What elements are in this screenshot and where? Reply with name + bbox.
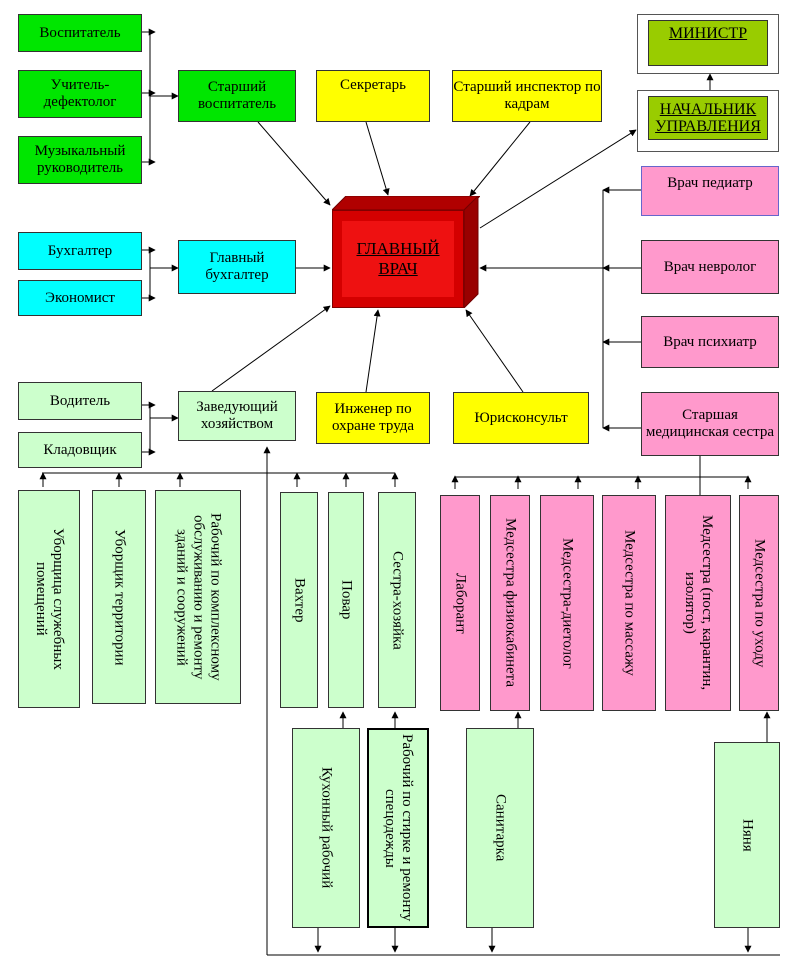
label-nevrolog: Врач невролог bbox=[663, 258, 757, 275]
label-uborshica-pom: Уборщица служебных помещений bbox=[33, 528, 66, 670]
chief-top-face bbox=[332, 196, 480, 210]
chief-doctor-box: ГЛАВНЫЙ ВРАЧ bbox=[332, 196, 480, 308]
box-rab-stirka: Рабочий по стирке и ремонту спецодежды bbox=[367, 728, 429, 928]
box-ms-uhod: Медсестра по уходу bbox=[739, 495, 779, 711]
label-gl-buh: Главный бухгалтер bbox=[205, 250, 269, 283]
box-secretar: Секретарь bbox=[316, 70, 430, 122]
label-jurist: Юрисконсульт bbox=[474, 409, 568, 426]
box-pediatr: Врач педиатр bbox=[641, 166, 779, 216]
box-ministr: МИНИСТР bbox=[648, 20, 768, 66]
label-povar: Повар bbox=[338, 580, 355, 620]
box-muz: Музыкальный руководитель bbox=[18, 136, 142, 184]
box-inzhener: Инженер по охране труда bbox=[316, 392, 430, 444]
label-rabochiy-kompl: Рабочий по комплексному обслуживанию и р… bbox=[173, 513, 224, 681]
label-nachalnik: НАЧАЛЬНИК УПРАВЛЕНИЯ bbox=[655, 101, 761, 135]
label-uborshik-ter: Уборщик территории bbox=[111, 528, 128, 666]
box-gl-buh: Главный бухгалтер bbox=[178, 240, 296, 294]
label-inzhener: Инженер по охране труда bbox=[331, 401, 415, 434]
label-st-medsestra: Старшая медицинская сестра bbox=[645, 407, 775, 440]
box-rabochiy-kompl: Рабочий по комплексному обслуживанию и р… bbox=[155, 490, 241, 704]
box-jurist: Юрисконсульт bbox=[453, 392, 589, 444]
label-ms-fizio: Медсестра физиокабинета bbox=[502, 518, 519, 688]
box-nyanya: Няня bbox=[714, 742, 780, 928]
box-defectolog: Учитель-дефектолог bbox=[18, 70, 142, 118]
box-laborant: Лаборант bbox=[440, 495, 480, 711]
label-sestra-hoz: Сестра-хозяйка bbox=[389, 550, 406, 650]
label-rab-stirka: Рабочий по стирке и ремонту спецодежды bbox=[382, 734, 415, 922]
label-vospitatel: Воспитатель bbox=[39, 24, 121, 41]
box-zav-hoz: Заведующий хозяйством bbox=[178, 391, 296, 441]
label-ms-massazh: Медсестра по массажу bbox=[621, 530, 638, 676]
label-inspector: Старший инспектор по кадрам bbox=[453, 79, 601, 112]
chief-label: ГЛАВНЫЙ ВРАЧ bbox=[342, 221, 454, 297]
label-secretar: Секретарь bbox=[339, 77, 407, 93]
label-ekonomist: Экономист bbox=[45, 289, 115, 306]
label-kladovshik: Кладовщик bbox=[43, 441, 117, 458]
box-st-medsestra: Старшая медицинская сестра bbox=[641, 392, 779, 456]
label-psihiatr: Врач психиатр bbox=[663, 333, 757, 350]
box-ekonomist: Экономист bbox=[18, 280, 142, 316]
box-sanitarka: Санитарка bbox=[466, 728, 534, 928]
chief-front-face: ГЛАВНЫЙ ВРАЧ bbox=[332, 210, 464, 308]
label-pediatr: Врач педиатр bbox=[667, 175, 753, 191]
box-uborshica-pom: Уборщица служебных помещений bbox=[18, 490, 80, 708]
box-uborshik-ter: Уборщик территории bbox=[92, 490, 146, 704]
label-sanitarka: Санитарка bbox=[492, 794, 509, 862]
label-defectolog: Учитель-дефектолог bbox=[43, 77, 117, 110]
box-psihiatr: Врач психиатр bbox=[641, 316, 779, 368]
label-zav-hoz: Заведующий хозяйством bbox=[196, 399, 278, 432]
label-kuhonniy: Кухонный рабочий bbox=[318, 767, 335, 889]
label-nyanya: Няня bbox=[739, 818, 756, 852]
box-ms-massazh: Медсестра по массажу bbox=[602, 495, 656, 711]
box-inspector: Старший инспектор по кадрам bbox=[452, 70, 602, 122]
box-vahter: Вахтер bbox=[280, 492, 318, 708]
box-ms-dieto: Медсестра-диетолог bbox=[540, 495, 594, 711]
label-ms-uhod: Медсестра по уходу bbox=[751, 538, 768, 668]
label-st-vosp: Старший воспитатель bbox=[197, 79, 277, 112]
box-st-vosp: Старший воспитатель bbox=[178, 70, 296, 122]
label-ms-post: Медсестра (пост, карантин, изолятор) bbox=[682, 515, 715, 691]
box-ms-post: Медсестра (пост, карантин, изолятор) bbox=[665, 495, 731, 711]
box-sestra-hoz: Сестра-хозяйка bbox=[378, 492, 416, 708]
box-buhgalter: Бухгалтер bbox=[18, 232, 142, 270]
label-voditel: Водитель bbox=[49, 392, 111, 409]
box-nevrolog: Врач невролог bbox=[641, 240, 779, 294]
box-kladovshik: Кладовщик bbox=[18, 432, 142, 468]
box-kuhonniy: Кухонный рабочий bbox=[292, 728, 360, 928]
label-laborant: Лаборант bbox=[452, 572, 469, 634]
box-voditel: Водитель bbox=[18, 382, 142, 420]
box-vospitatel: Воспитатель bbox=[18, 14, 142, 52]
box-nachalnik: НАЧАЛЬНИК УПРАВЛЕНИЯ bbox=[648, 96, 768, 140]
label-muz: Музыкальный руководитель bbox=[34, 143, 126, 176]
label-ministr: МИНИСТР bbox=[668, 25, 748, 42]
label-vahter: Вахтер bbox=[291, 577, 308, 623]
box-ms-fizio: Медсестра физиокабинета bbox=[490, 495, 530, 711]
box-povar: Повар bbox=[328, 492, 364, 708]
label-buhgalter: Бухгалтер bbox=[47, 242, 113, 259]
label-ms-dieto: Медсестра-диетолог bbox=[559, 537, 576, 669]
chief-side-face bbox=[464, 196, 479, 308]
